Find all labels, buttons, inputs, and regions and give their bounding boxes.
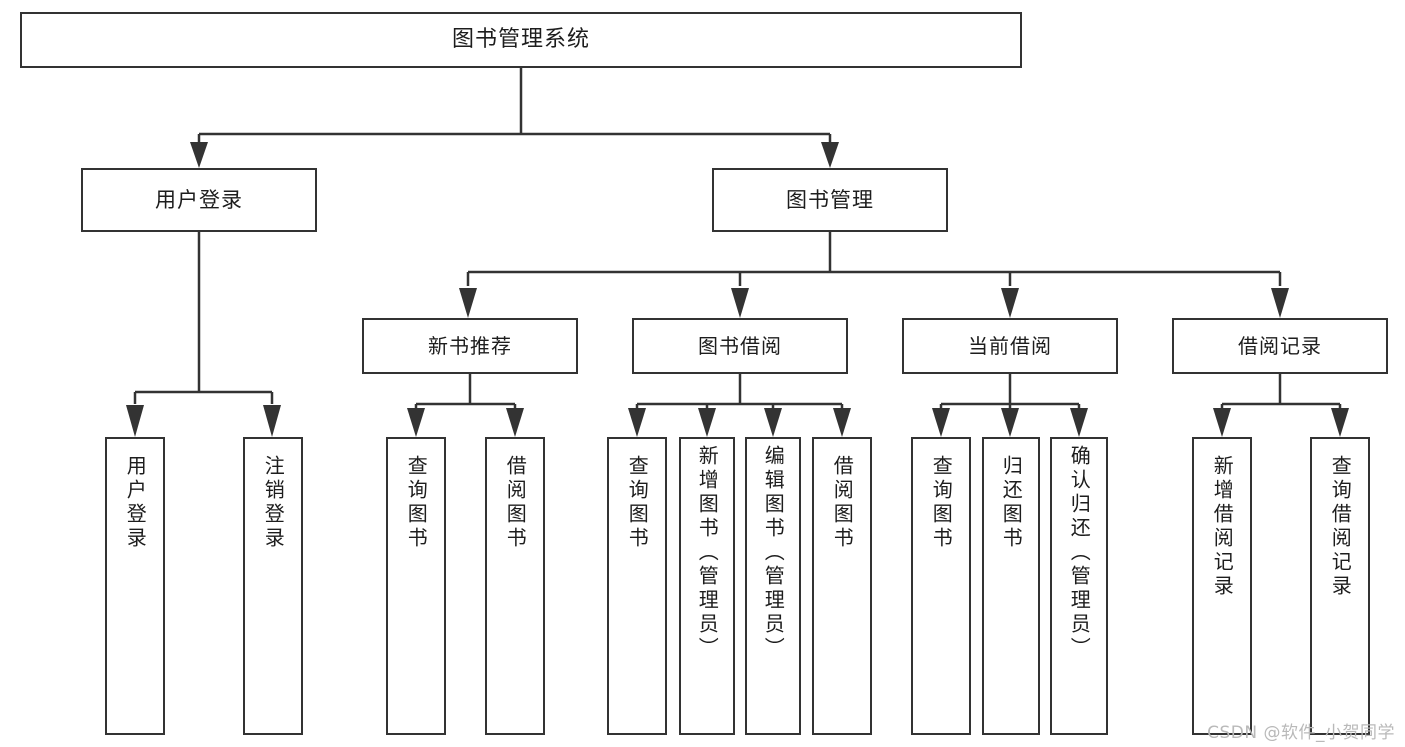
leaf-current-borrow-query-book[interactable]: 查询图书 (911, 437, 971, 735)
leaf-new-book-query-book[interactable]: 查询图书 (386, 437, 446, 735)
node-label: 查询图书 (404, 455, 429, 551)
node-label: 查询图书 (929, 455, 954, 551)
node-user-login[interactable]: 用户登录 (81, 168, 317, 232)
node-label: 注销登录 (261, 455, 286, 551)
leaf-book-borrow-borrow-book[interactable]: 借阅图书 (812, 437, 872, 735)
leaf-book-borrow-query-book[interactable]: 查询图书 (607, 437, 667, 735)
node-label: 借阅图书 (503, 455, 528, 551)
node-label: 确认归还（管理员） (1067, 445, 1092, 661)
node-root-book-management-system[interactable]: 图书管理系统 (20, 12, 1022, 68)
node-label: 新增图书（管理员） (695, 445, 720, 661)
leaf-borrow-record-add-record[interactable]: 新增借阅记录 (1192, 437, 1252, 735)
node-book-borrow[interactable]: 图书借阅 (632, 318, 848, 374)
node-new-book-recommend[interactable]: 新书推荐 (362, 318, 578, 374)
node-label: 借阅记录 (1238, 333, 1322, 358)
node-label: 借阅图书 (830, 455, 855, 551)
node-label: 查询借阅记录 (1328, 455, 1353, 599)
leaf-current-borrow-confirm-return-admin[interactable]: 确认归还（管理员） (1050, 437, 1108, 735)
node-label: 编辑图书（管理员） (761, 445, 786, 661)
node-label: 图书管理 (786, 187, 874, 212)
node-label: 用户登录 (123, 455, 148, 551)
node-label: 图书管理系统 (451, 27, 590, 53)
leaf-current-borrow-return-book[interactable]: 归还图书 (982, 437, 1040, 735)
node-label: 查询图书 (625, 455, 650, 551)
node-label: 新书推荐 (428, 333, 512, 358)
node-label: 图书借阅 (698, 333, 782, 358)
node-label: 新增借阅记录 (1210, 455, 1235, 599)
node-label: 归还图书 (999, 455, 1024, 551)
node-current-borrow[interactable]: 当前借阅 (902, 318, 1118, 374)
node-book-management[interactable]: 图书管理 (712, 168, 948, 232)
leaf-user-login-login[interactable]: 用户登录 (105, 437, 165, 735)
watermark-text: CSDN @软件_小贺同学 (1207, 723, 1395, 743)
leaf-borrow-record-query-record[interactable]: 查询借阅记录 (1310, 437, 1370, 735)
node-label: 当前借阅 (968, 333, 1052, 358)
node-borrow-record[interactable]: 借阅记录 (1172, 318, 1388, 374)
node-label: 用户登录 (155, 187, 243, 212)
leaf-new-book-borrow-book[interactable]: 借阅图书 (485, 437, 545, 735)
leaf-book-borrow-edit-book-admin[interactable]: 编辑图书（管理员） (745, 437, 801, 735)
leaf-user-login-logout[interactable]: 注销登录 (243, 437, 303, 735)
leaf-book-borrow-add-book-admin[interactable]: 新增图书（管理员） (679, 437, 735, 735)
